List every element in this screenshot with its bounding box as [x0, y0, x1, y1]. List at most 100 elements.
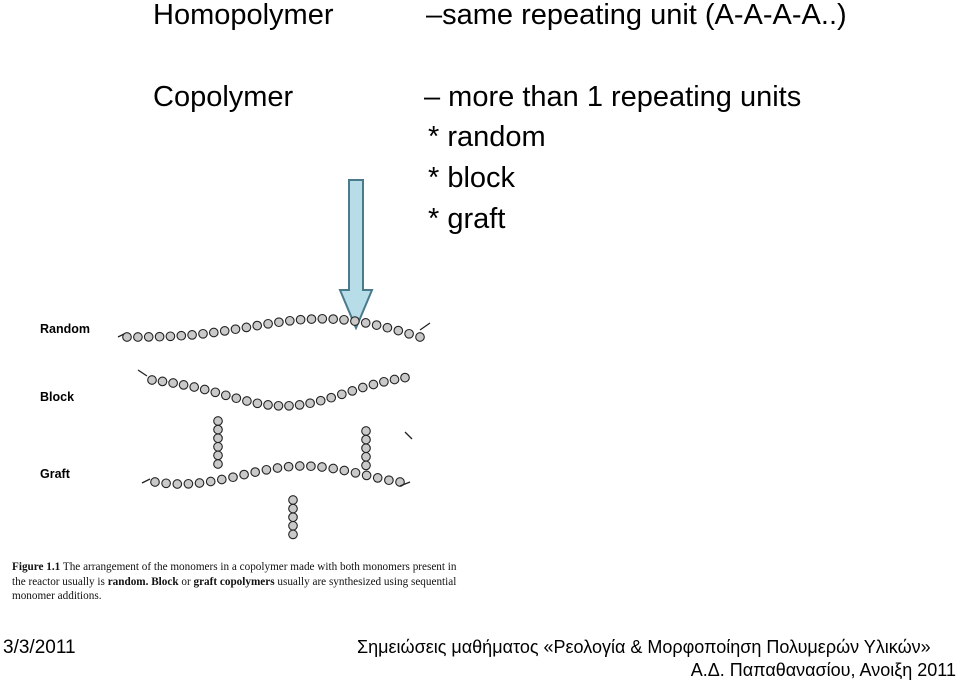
figure-label-graft: Graft: [40, 467, 71, 481]
monomer-bead: [400, 372, 410, 383]
monomer-bead: [360, 318, 371, 328]
monomer-bead: [347, 386, 358, 396]
monomer-bead: [395, 477, 405, 487]
monomer-bead: [239, 469, 249, 480]
monomer-bead: [294, 461, 305, 471]
monomer-bead: [361, 443, 371, 454]
monomer-bead: [368, 379, 379, 390]
monomer-bead: [198, 328, 208, 339]
monomer-bead: [328, 314, 339, 324]
monomer-bead: [213, 424, 223, 435]
figure-label-random: Random: [40, 322, 90, 336]
monomer-bead: [288, 503, 298, 514]
monomer-bead: [210, 387, 221, 398]
monomer-bead: [350, 316, 360, 326]
monomer-bead: [213, 450, 223, 461]
monomer-bead: [415, 332, 425, 342]
monomer-bead: [252, 320, 263, 331]
monomer-bead: [328, 463, 339, 474]
monomer-bead: [339, 465, 350, 476]
caption-term-block: Block: [151, 575, 179, 588]
monomer-bead: [379, 376, 389, 387]
caption-text: usually are synthesized using sequential…: [12, 575, 457, 603]
homopolymer-label: Homopolymer: [153, 0, 334, 31]
monomer-bead: [199, 384, 210, 395]
caption-text: or: [178, 575, 194, 588]
monomer-bead: [273, 400, 284, 411]
monomer-bead: [172, 479, 183, 489]
caption-text: The arrangement of the monomers in a cop…: [12, 561, 457, 588]
monomer-bead: [288, 520, 298, 531]
down-arrow-icon: [338, 179, 374, 330]
monomer-bead: [317, 462, 327, 472]
footer-author: Α.Δ. Παπαθανασίου, Ανοιξη 2011: [690, 660, 956, 680]
monomer-bead: [283, 461, 294, 472]
chain-end: [404, 431, 413, 440]
monomer-bead: [250, 467, 261, 477]
monomer-bead: [194, 478, 205, 488]
caption-term-random: random.: [107, 575, 149, 588]
monomer-bead: [294, 400, 305, 410]
monomer-bead: [219, 326, 230, 336]
monomer-bead: [216, 474, 227, 485]
monomer-bead: [315, 395, 326, 406]
monomer-bead: [361, 434, 371, 445]
monomer-bead: [230, 324, 241, 335]
monomer-bead: [305, 398, 315, 409]
monomer-bead: [205, 476, 216, 487]
monomer-bead: [213, 459, 223, 469]
monomer-bead: [284, 315, 295, 326]
footer-date: 3/3/2011: [3, 637, 76, 658]
monomer-bead: [317, 313, 328, 324]
monomer-bead: [189, 382, 200, 392]
polymer-chains: [117, 313, 431, 540]
monomer-bead: [336, 389, 347, 400]
copolymer-label: Copolymer: [153, 81, 294, 113]
chain-end: [399, 481, 411, 487]
monomer-bead: [213, 416, 223, 426]
monomer-bead: [361, 460, 371, 471]
monomer-bead: [295, 314, 306, 325]
copolymer-type-random: * random: [428, 121, 546, 153]
monomer-bead: [306, 461, 316, 472]
monomer-bead: [220, 390, 231, 401]
caption-term-graft: graft copolymers: [193, 575, 275, 588]
monomer-bead: [284, 400, 294, 411]
chain-end: [137, 369, 148, 377]
chain-end: [141, 478, 151, 484]
figure-caption: Figure 1.1 The arrangement of the monome…: [12, 560, 462, 604]
monomer-bead: [161, 478, 171, 489]
monomer-bead: [326, 392, 337, 403]
monomer-bead: [372, 473, 383, 483]
monomer-bead: [150, 477, 160, 487]
monomer-bead: [288, 529, 298, 540]
monomer-bead: [213, 433, 223, 444]
monomer-bead: [168, 378, 178, 388]
monomer-bead: [165, 331, 176, 342]
monomer-bead: [404, 328, 414, 339]
monomer-bead: [389, 374, 400, 385]
homopolymer-description: –same repeating unit (A-A-A-A..): [426, 0, 847, 31]
monomer-bead: [242, 396, 252, 406]
monomer-bead: [157, 376, 168, 387]
monomer-bead: [263, 318, 273, 329]
monomer-bead: [241, 322, 252, 333]
monomer-bead: [231, 393, 242, 404]
copolymer-arrangement-figure: Random Block Graft: [40, 313, 431, 540]
monomer-bead: [361, 451, 371, 462]
figure-number: Figure 1.1: [12, 561, 61, 573]
monomer-bead: [288, 495, 298, 505]
monomer-bead: [261, 464, 272, 475]
monomer-bead: [272, 463, 283, 473]
monomer-bead: [213, 441, 223, 452]
monomer-bead: [133, 332, 143, 342]
monomer-bead: [228, 472, 238, 483]
monomer-bead: [357, 382, 368, 393]
monomer-bead: [393, 325, 404, 336]
monomer-bead: [208, 327, 219, 338]
monomer-bead: [339, 314, 349, 325]
monomer-bead: [183, 478, 194, 489]
monomer-bead: [306, 314, 317, 324]
monomer-bead: [371, 320, 382, 330]
copolymer-type-graft: * graft: [428, 203, 506, 235]
